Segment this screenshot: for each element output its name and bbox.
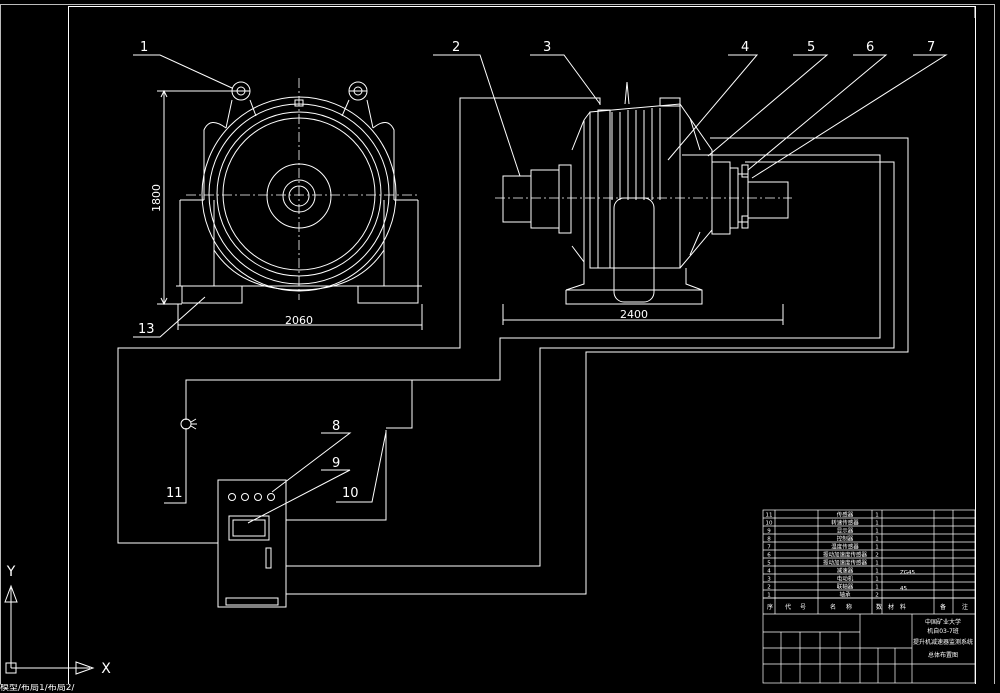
callout-numbers: 1 2 3 4 5 6 7 8 9 10 11 13 xyxy=(138,40,935,501)
callout-8: 8 xyxy=(332,419,340,434)
callout-2: 2 xyxy=(452,40,460,55)
part-quantity: 1 xyxy=(875,585,879,591)
callout-9: 9 xyxy=(332,456,340,471)
callout-10: 10 xyxy=(342,486,359,501)
part-number: 10 xyxy=(766,521,773,527)
sensor-wiring xyxy=(117,97,909,595)
drawing-title: 提升机减速器监测系统 xyxy=(913,638,973,646)
parts-header-label: 备 xyxy=(940,603,946,611)
part-name: 电动机 xyxy=(837,575,854,583)
callout-5: 5 xyxy=(807,40,815,55)
part-number: 3 xyxy=(767,577,771,583)
callout-4: 4 xyxy=(741,40,749,55)
part-number: 5 xyxy=(767,561,771,567)
ucs-axis-icon xyxy=(4,584,95,675)
part-quantity: 1 xyxy=(875,561,879,567)
side-view-reducer xyxy=(502,81,789,325)
part-name: 转速传感器 xyxy=(831,519,859,527)
class-name: 机自03-7班 xyxy=(927,627,959,635)
dim-2400: 2400 xyxy=(620,308,648,321)
axis-label-y: Y xyxy=(6,564,16,580)
callout-13: 13 xyxy=(138,322,155,337)
part-quantity: 1 xyxy=(875,537,879,543)
front-view-motor xyxy=(157,81,423,330)
part-quantity: 2 xyxy=(875,593,879,599)
part-quantity: 1 xyxy=(875,529,879,535)
front-view-centerlines xyxy=(186,78,420,300)
part-name: 轴承 xyxy=(839,591,851,599)
title-block xyxy=(762,509,976,684)
parts-header-label: 号 xyxy=(800,604,806,611)
axis-label-x: X xyxy=(101,661,111,677)
layout-tabs-status[interactable]: 模型/布局1/布局2/ xyxy=(0,684,1000,693)
part-number: 11 xyxy=(766,513,773,519)
dim-1800: 1800 xyxy=(150,184,163,212)
part-name: 温度传感器 xyxy=(831,543,859,551)
callout-1: 1 xyxy=(140,40,148,55)
part-quantity: 1 xyxy=(875,569,879,575)
part-name: 传感器 xyxy=(837,511,854,519)
parts-header-label: 材 xyxy=(888,603,894,611)
parts-header-label: 料 xyxy=(900,603,906,611)
dim-2060: 2060 xyxy=(285,314,313,327)
part-number: 6 xyxy=(767,553,771,559)
parts-header-label: 数 xyxy=(876,603,882,611)
control-cabinet xyxy=(217,479,287,608)
part-number: 7 xyxy=(767,545,771,551)
part-name: 显示器 xyxy=(837,528,854,535)
callout-7: 7 xyxy=(927,40,935,55)
part-quantity: 1 xyxy=(875,513,879,519)
part-name: 控制器 xyxy=(837,535,854,543)
parts-header-label: 注 xyxy=(962,603,968,611)
part-quantity: 1 xyxy=(875,521,879,527)
callout-leaders xyxy=(133,54,948,524)
part-name: 联轴器 xyxy=(837,583,854,591)
part-name: 振动加速度传感器 xyxy=(823,559,868,567)
parts-header-label: 名 xyxy=(830,603,836,611)
part-name: 振动加速度传感器 xyxy=(823,551,868,559)
part-number: 2 xyxy=(767,585,771,591)
drawing-subtitle: 总体布置图 xyxy=(928,651,958,659)
school-name: 中国矿业大学 xyxy=(925,618,961,626)
part-number: 9 xyxy=(767,529,771,535)
part-name: 减速器 xyxy=(837,567,854,575)
callout-3: 3 xyxy=(543,40,551,55)
parts-header-label: 代 xyxy=(785,603,791,611)
part-quantity: 2 xyxy=(875,553,879,559)
part-number: 4 xyxy=(767,569,771,575)
part-number: 8 xyxy=(767,537,771,543)
part-quantity: 1 xyxy=(875,577,879,583)
callout-11: 11 xyxy=(166,486,183,501)
material-note: ZG45 xyxy=(900,570,916,576)
part-number: 1 xyxy=(767,593,771,599)
part-quantity: 1 xyxy=(875,545,879,551)
parts-header-label: 序 xyxy=(767,603,773,611)
callout-6: 6 xyxy=(866,40,874,55)
material-note: 45 xyxy=(900,586,907,592)
parts-header-label: 称 xyxy=(846,603,852,611)
sensor-11-symbol xyxy=(180,418,197,430)
